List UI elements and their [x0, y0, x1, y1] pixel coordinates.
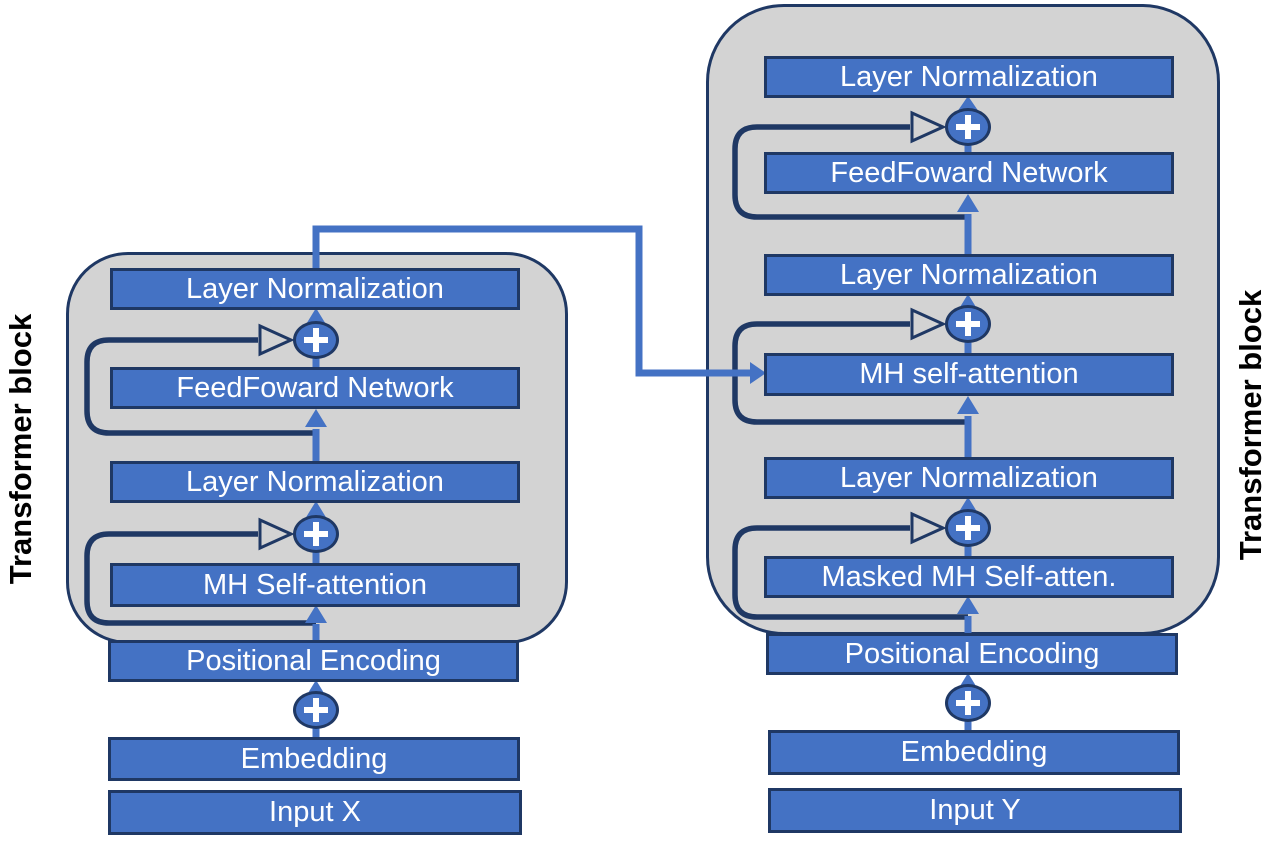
decoder-mh-self-attention-box: MH self-attention	[764, 353, 1174, 396]
decoder-layer-norm-2-box: Layer Normalization	[764, 254, 1174, 296]
encoder-layer-norm-1-box: Layer Normalization	[110, 461, 520, 503]
encoder-mh-self-attention-box: MH Self-attention	[110, 563, 520, 607]
encoder-embedding-box: Embedding	[108, 737, 520, 781]
encoder-layer-norm-2-box: Layer Normalization	[110, 268, 520, 310]
encoder-block-label: Transformer block	[3, 313, 38, 585]
decoder-masked-mh-self-attention-box: Masked MH Self-atten.	[764, 556, 1174, 598]
add-icon	[945, 684, 991, 722]
decoder-feedforward-box: FeedFoward Network	[764, 152, 1174, 194]
decoder-block-label: Transformer block	[1233, 289, 1268, 561]
add-icon	[945, 509, 991, 547]
add-icon	[293, 515, 339, 553]
decoder-embedding-box: Embedding	[768, 730, 1180, 775]
encoder-input-box: Input X	[108, 790, 522, 835]
add-icon	[293, 321, 339, 359]
add-icon	[945, 305, 991, 343]
add-icon	[293, 691, 339, 729]
add-icon	[945, 108, 991, 146]
encoder-positional-encoding-box: Positional Encoding	[108, 640, 519, 682]
decoder-input-box: Input Y	[768, 788, 1182, 833]
decoder-layer-norm-1-box: Layer Normalization	[764, 457, 1174, 499]
decoder-layer-norm-3-box: Layer Normalization	[764, 56, 1174, 98]
encoder-feedforward-box: FeedFoward Network	[110, 367, 520, 409]
decoder-positional-encoding-box: Positional Encoding	[766, 633, 1178, 675]
